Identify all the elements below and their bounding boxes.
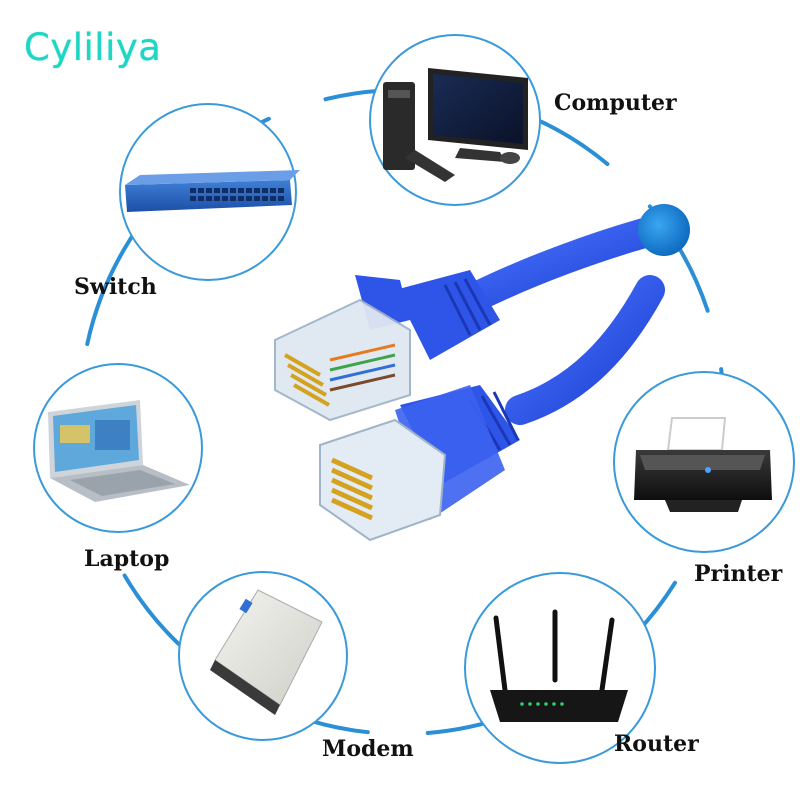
laptop-node [33,363,203,533]
device-label-computer: Computer [554,90,677,116]
device-label-switch: Switch [74,274,157,300]
printer-node [613,371,795,553]
computer-node [369,34,541,206]
ethernet-cable [274,204,690,542]
device-label-router: Router [614,731,699,757]
device-label-printer: Printer [694,561,783,587]
brand-watermark: Cyliliya [24,26,162,69]
modem-node [178,571,348,741]
device-label-modem: Modem [322,736,414,762]
router-node [464,572,656,764]
device-label-laptop: Laptop [84,546,170,572]
switch-node [119,103,300,281]
